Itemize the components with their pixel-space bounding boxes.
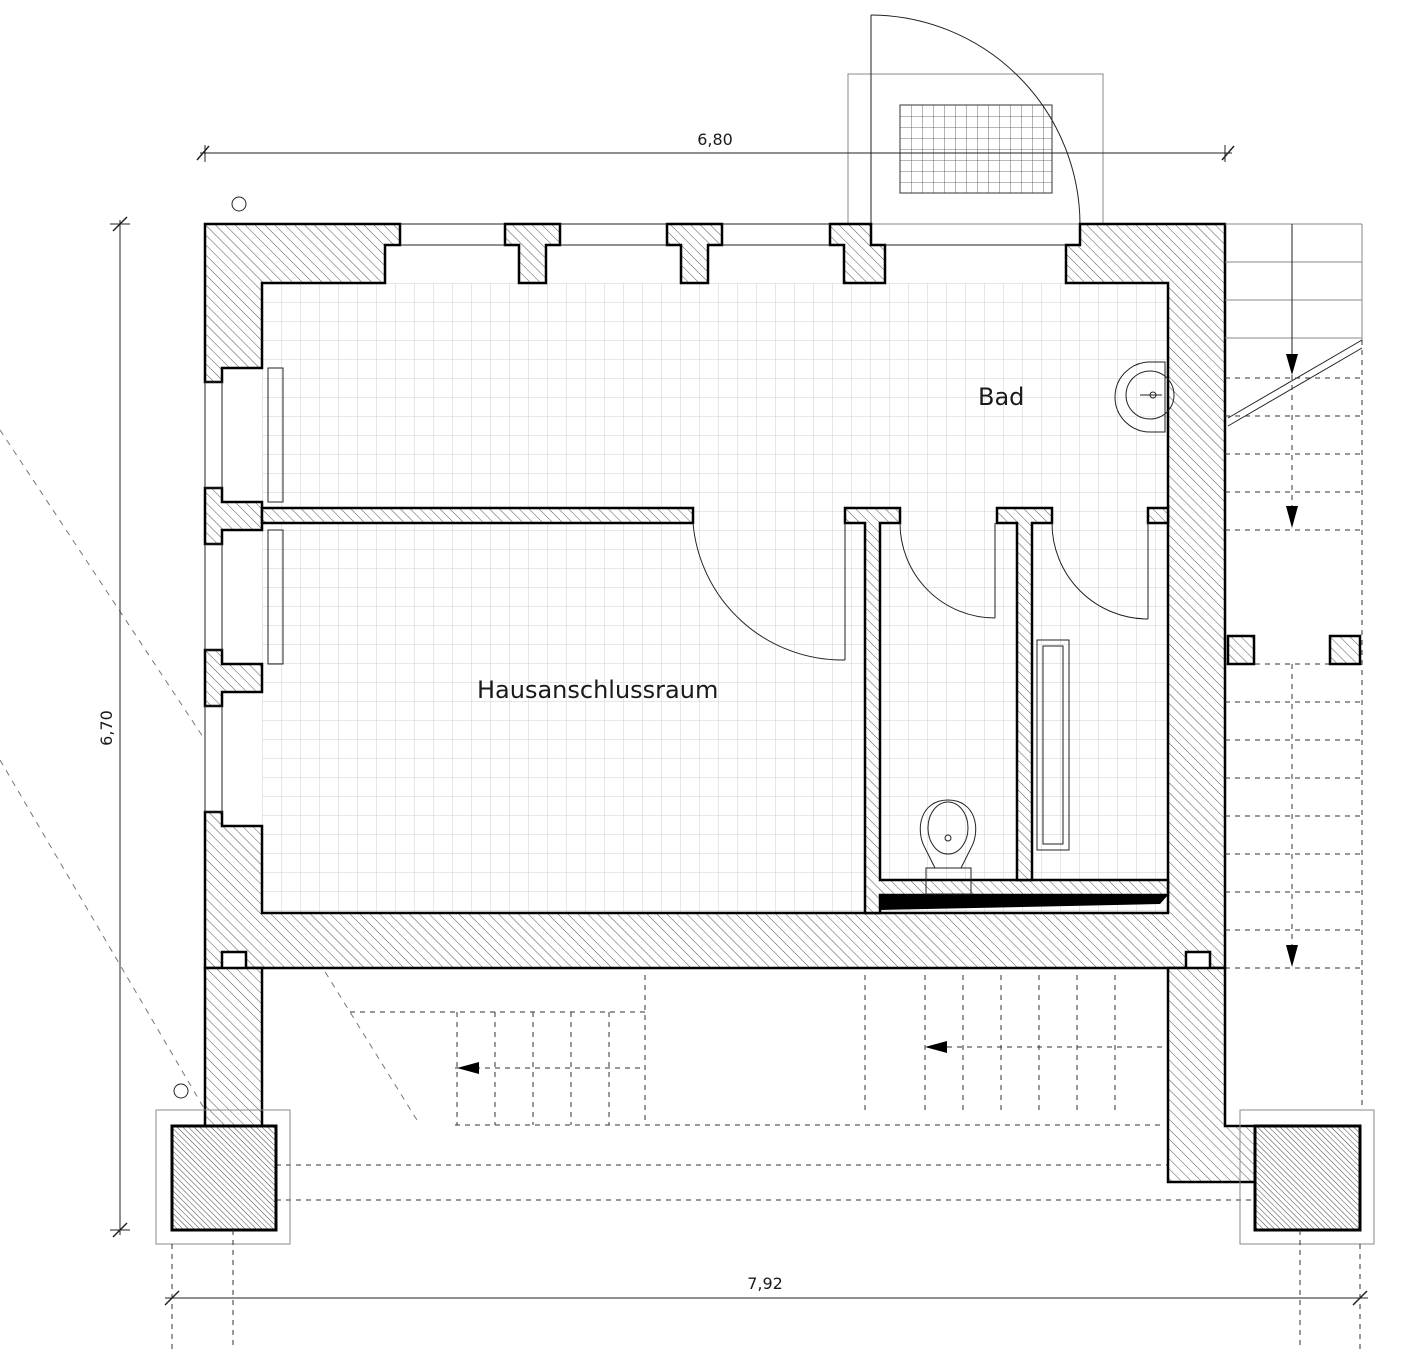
door-swings — [692, 522, 1149, 661]
stair-bottom — [276, 975, 1255, 1201]
dimension-bottom-label: 7,92 — [747, 1274, 783, 1293]
dimension-top: 6,80 — [196, 130, 1235, 162]
bottom-supports — [155, 196, 1375, 1350]
dimension-bottom: 7,92 — [164, 1274, 1368, 1306]
toilet-icon — [919, 799, 977, 895]
outer-walls — [203, 222, 1227, 970]
sink-icon — [1114, 361, 1175, 433]
room-label-bath: Bad — [978, 383, 1024, 411]
stair-right — [1225, 223, 1363, 1110]
dimension-left-label: 6,70 — [97, 710, 116, 746]
entrance-step — [847, 14, 1104, 225]
dimension-left: 6,70 — [97, 216, 130, 1238]
dimension-top-label: 6,80 — [697, 130, 733, 149]
windows-left — [204, 367, 284, 813]
urinal-icon — [1036, 639, 1070, 851]
windows-top — [400, 223, 1066, 246]
room-label-utility: Hausanschlussraum — [477, 676, 718, 704]
